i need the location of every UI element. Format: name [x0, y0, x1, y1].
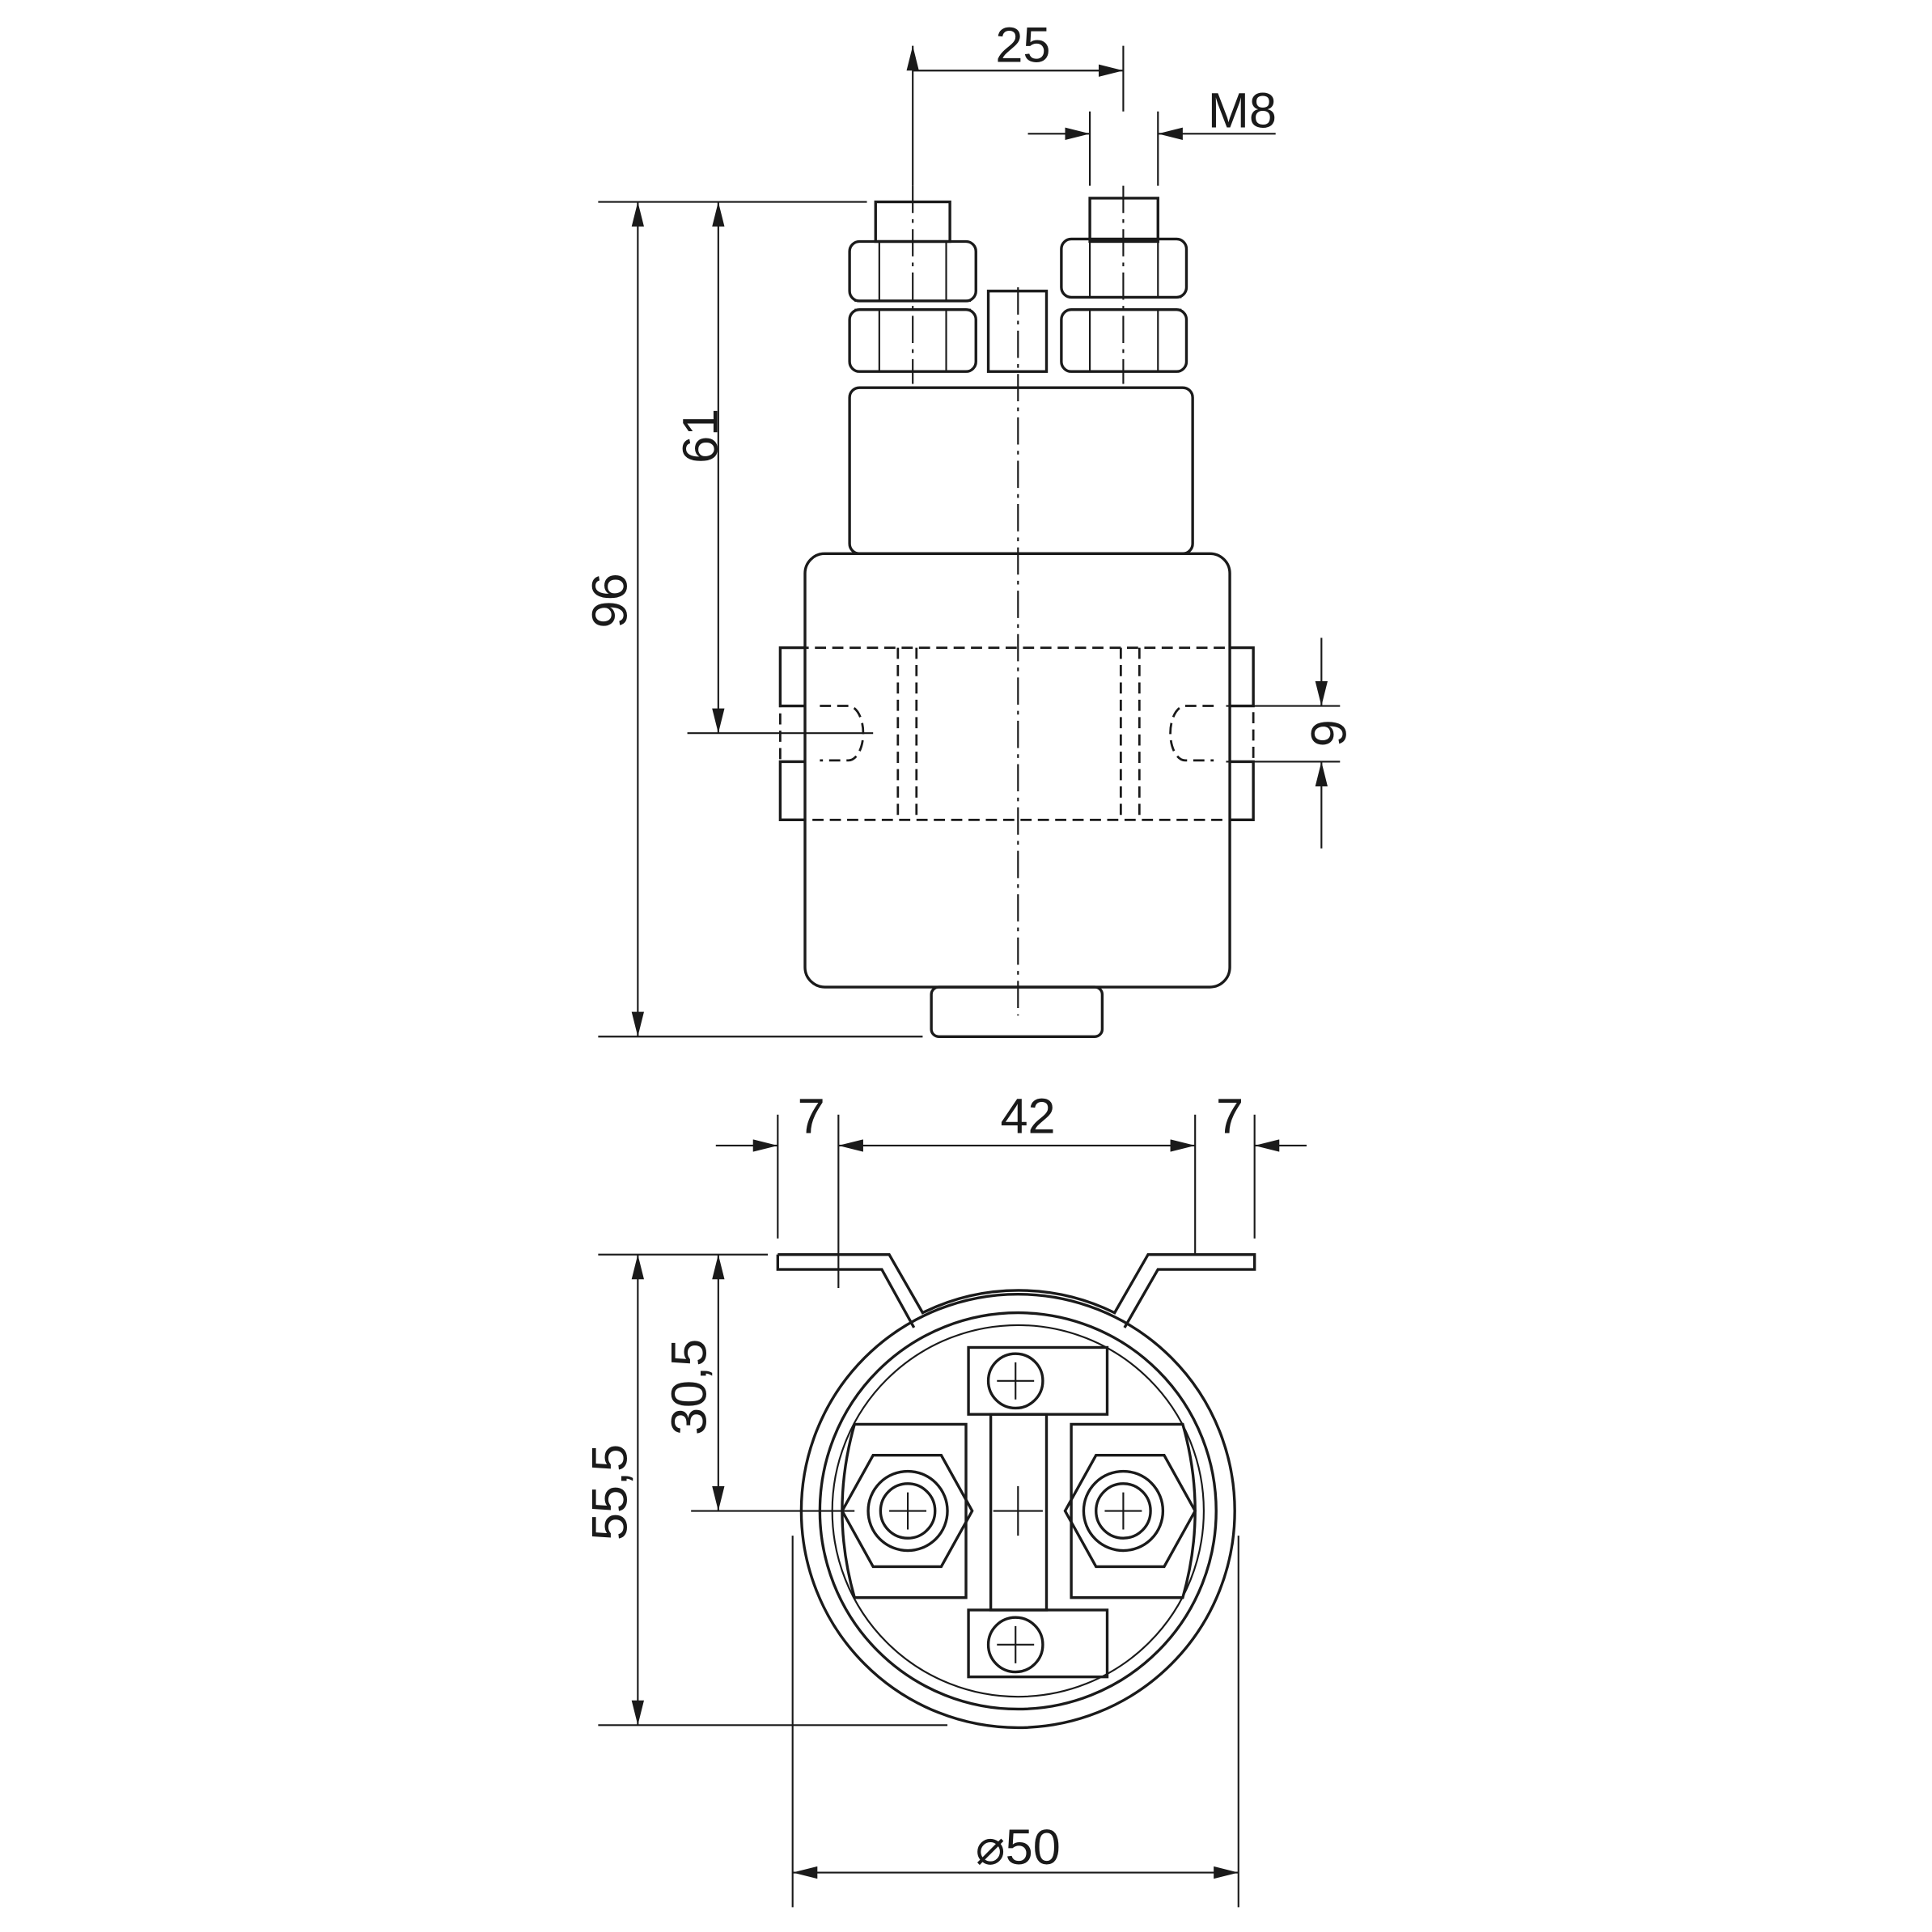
- dim-thread: M8: [1208, 83, 1277, 138]
- dim-mount-spacing: 42: [1000, 1089, 1055, 1144]
- dim-mount-height: 61: [672, 409, 727, 464]
- side-view: 25 M8 96 61 6: [583, 18, 1356, 1038]
- bracket-flange: [776, 1252, 1256, 1328]
- bottom-stub: [930, 985, 1104, 1038]
- dim-center-depth: 30,5: [662, 1339, 717, 1435]
- terminal-block: [840, 1345, 1197, 1679]
- right-terminal-stud: [1060, 185, 1188, 384]
- cap: [848, 386, 1194, 555]
- dim-slot: 6: [1301, 719, 1356, 747]
- dim-overall-depth: 55,5: [583, 1444, 638, 1540]
- left-terminal-stud: [848, 185, 977, 384]
- bottom-view: 7 42 7 55,5 30,5 ⌀50: [583, 1089, 1307, 1908]
- dim-total-height: 96: [583, 573, 638, 628]
- dim-diameter: ⌀50: [976, 1820, 1061, 1875]
- dim-left-flange: 7: [798, 1089, 825, 1144]
- dim-terminal-spacing: 25: [995, 18, 1050, 73]
- dim-right-flange: 7: [1216, 1089, 1244, 1144]
